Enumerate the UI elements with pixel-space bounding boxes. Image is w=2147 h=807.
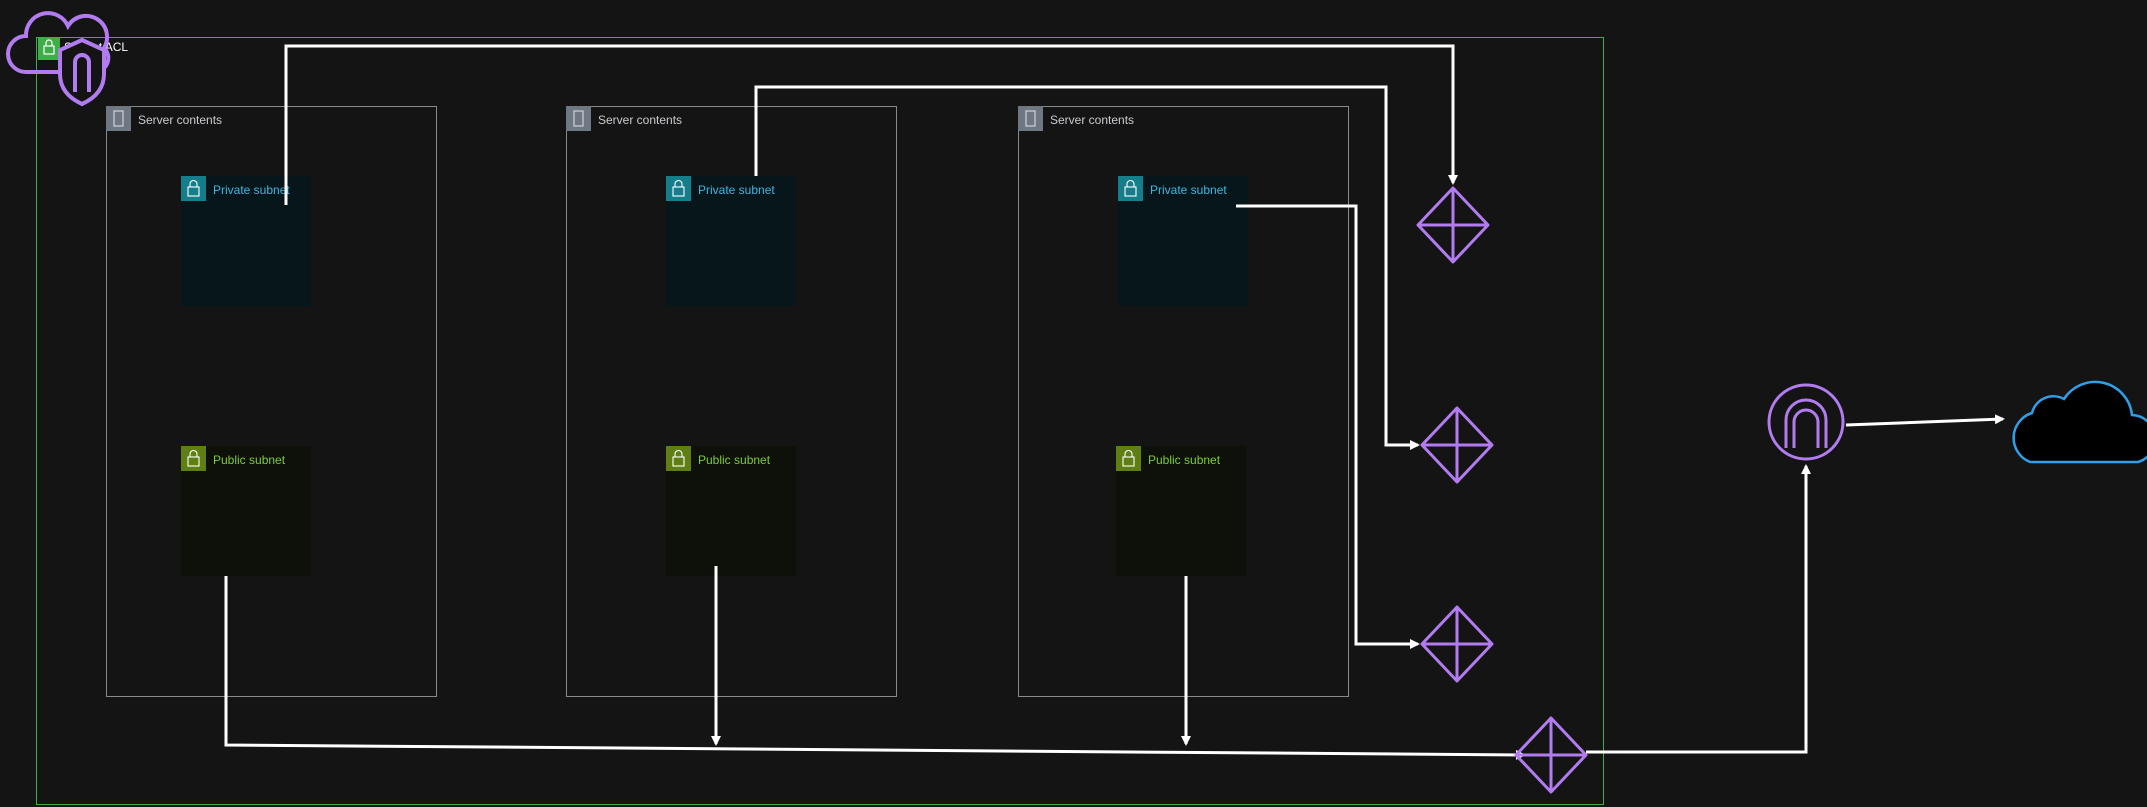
lock-icon: [1124, 179, 1137, 197]
server-icon: [566, 106, 591, 131]
server-icon: [1018, 106, 1043, 131]
server-contents-label: Server contents: [598, 113, 683, 127]
lock-icon: [43, 39, 55, 55]
internet-gateway-icon: [1767, 383, 1845, 461]
server-icon: [106, 106, 131, 131]
public-subnet-label: Public subnet: [1148, 453, 1221, 467]
vpc-container: [36, 37, 1604, 805]
server-contents-group-3: [1018, 106, 1349, 697]
private-subnet-label: Private subnet: [1150, 183, 1227, 197]
public-subnet-label: Public subnet: [213, 453, 286, 467]
lock-icon: [672, 179, 685, 197]
router-icon: [1416, 186, 1490, 264]
lock-icon: [187, 449, 200, 467]
server-contents-group-2: [566, 106, 897, 697]
lock-icon: [1122, 449, 1135, 467]
server-contents-label: Server contents: [1050, 113, 1135, 127]
server-icon: [1025, 110, 1036, 127]
private-subnet-label: Private subnet: [698, 183, 775, 197]
lock-icon: [187, 179, 200, 197]
server-icon: [573, 110, 584, 127]
router-icon: [1420, 605, 1494, 683]
cloud-icon: [2012, 380, 2147, 464]
lock-icon: [672, 449, 685, 467]
private-subnet-label: Private subnet: [213, 183, 290, 197]
router-icon: [1514, 716, 1588, 794]
server-icon: [113, 110, 124, 127]
server-contents-group-1: [106, 106, 437, 697]
cloud-shield-icon: [6, 11, 111, 107]
router-icon: [1420, 406, 1494, 484]
server-contents-label: Server contents: [138, 113, 223, 127]
public-subnet-label: Public subnet: [698, 453, 771, 467]
